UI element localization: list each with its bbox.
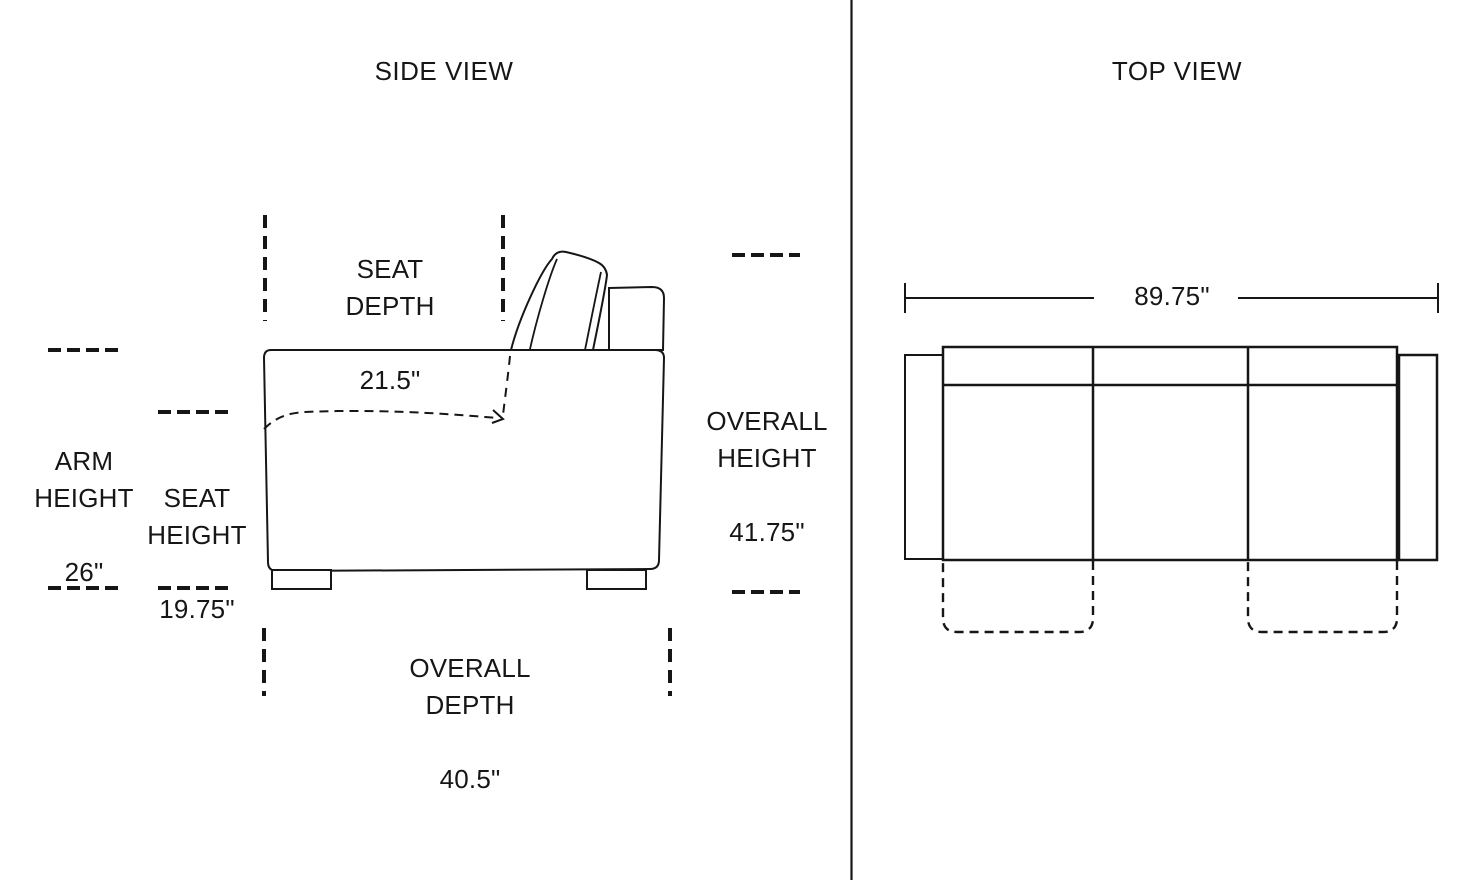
- back-cushion-seam-right: [584, 271, 602, 351]
- top-sofa-body: [941, 345, 1399, 562]
- seat-height-label: SEAT HEIGHT: [147, 483, 247, 550]
- seat-height-dimension: SEAT HEIGHT 19.75": [117, 443, 277, 665]
- top-sofa-chaise-outline-right: [1246, 561, 1399, 634]
- overall-height-value: 41.75": [729, 517, 805, 547]
- side-sofa-body: [262, 349, 666, 573]
- top-sofa-left-arm: [904, 354, 944, 560]
- side-sofa-back-cushion: [509, 250, 609, 351]
- seat-contour-dashed-line: [263, 409, 499, 430]
- side-sofa-front-leg: [271, 569, 332, 590]
- seat-back-dashed-line: [502, 355, 511, 416]
- arm-height-dimension: ARM HEIGHT 26": [4, 406, 164, 628]
- overall-depth-value: 40.5": [439, 764, 501, 794]
- arm-height-value: 26": [64, 557, 104, 587]
- top-sofa-chaise-outline-left: [941, 561, 1095, 634]
- overall-depth-dimension: OVERALL DEPTH 40.5": [370, 613, 570, 835]
- side-sofa-back-leg: [586, 569, 647, 590]
- arm-height-label: ARM HEIGHT: [34, 446, 134, 513]
- overall-depth-label: OVERALL DEPTH: [409, 653, 531, 720]
- seat-contour-arrowhead: [491, 409, 505, 424]
- seat-height-value: 19.75": [159, 594, 235, 624]
- overall-height-label: OVERALL HEIGHT: [706, 406, 828, 473]
- top-view-title: TOP VIEW: [1111, 56, 1243, 86]
- back-cushion-seam-left: [529, 258, 558, 350]
- side-view-title: SIDE VIEW: [374, 56, 514, 86]
- top-sofa-right-arm: [1397, 353, 1439, 562]
- seat-depth-label: SEAT DEPTH: [345, 254, 435, 321]
- overall-width-value: 89.75": [1134, 281, 1210, 311]
- seat-depth-value: 21.5": [359, 365, 421, 395]
- side-sofa-back-panel: [608, 285, 666, 351]
- seat-depth-dimension: SEAT DEPTH 21.5": [280, 214, 500, 436]
- overall-height-dimension: OVERALL HEIGHT 41.75": [687, 366, 847, 588]
